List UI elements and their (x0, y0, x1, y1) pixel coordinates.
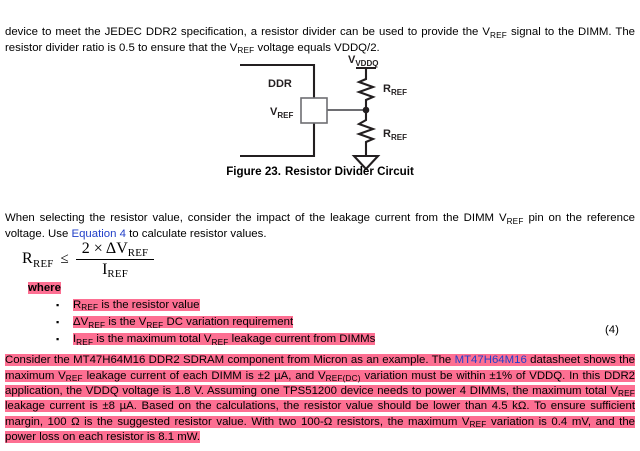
where-item-text-1: is the V (105, 316, 147, 329)
consider-paragraph: Consider the MT47H64M16 DDR2 SDRAM compo… (5, 353, 635, 445)
equation-fraction-bar (75, 258, 155, 260)
consider-text-part1: Consider the MT47H64M16 DDR2 SDRAM compo… (5, 354, 455, 367)
where-item-symbol: R (73, 299, 82, 311)
resistor-divider-circuit-diagram: DDR VREF VVDDQ RREF RREF (240, 54, 407, 171)
where-definitions-list: ▪ RREF is the resistor value ▪ ΔVREF is … (28, 297, 588, 349)
selecting-subscript-1: REF (506, 216, 524, 226)
mt47h64m16-link[interactable]: MT47H64M16 (454, 354, 527, 367)
label-resistor-top: RREF (383, 83, 407, 97)
equation-4-link[interactable]: Equation 4 (71, 227, 126, 240)
where-label: where (28, 281, 61, 295)
where-item-text-1: is the maximum total V (93, 333, 212, 346)
consider-subscript-1: REF (65, 373, 83, 383)
selecting-text-part2: pin on the reference voltage. Use (5, 212, 635, 240)
equation-fraction: 2 × ΔVREF IREF (75, 240, 155, 281)
list-item: ▪ ΔVREF is the VREF DC variation require… (28, 314, 588, 331)
equation-lhs-symbol: R (22, 250, 33, 268)
consider-text-part4: variation must be within ±1% of VDDQ. In… (5, 369, 635, 397)
consider-text-part3: leakage current of each DIMM is ±2 µA, a… (82, 369, 326, 382)
intro-text-part2: signal to the DIMM. The resistor divider… (5, 26, 635, 54)
equation-denominator-subscript: REF (107, 268, 128, 281)
label-vddq: VVDDQ (348, 54, 378, 68)
where-item-content: ΔVREF is the VREF DC variation requireme… (73, 316, 294, 330)
bullet-icon: ▪ (56, 317, 60, 328)
where-item-symbol-subscript: REF (88, 320, 106, 330)
where-item-content: IREF is the maximum total VREF leakage c… (73, 333, 376, 347)
equation-lhs: RREF (22, 250, 54, 270)
equation-denominator: IREF (96, 260, 134, 281)
label-vref: VREF (270, 106, 293, 120)
selecting-text-part3: to calculate resistor values. (125, 227, 267, 240)
figure-caption: Figure 23.Resistor Divider Circuit (0, 165, 640, 178)
vref-pin-pad (300, 97, 328, 124)
equation-number: (4) (605, 324, 619, 336)
selecting-text-part1: When selecting the resistor value, consi… (5, 212, 507, 225)
consider-highlight-block: Consider the MT47H64M16 DDR2 SDRAM compo… (5, 354, 635, 443)
consider-text-part5: leakage current is ±8 µA. Based on the c… (5, 400, 635, 428)
intro-subscript-2: REF (237, 46, 255, 56)
list-item: ▪ RREF is the resistor value (28, 297, 588, 314)
where-item-symbol-subscript: REF (81, 303, 99, 313)
label-ddr: DDR (268, 78, 292, 90)
consider-subscript-4: REF (469, 419, 487, 429)
where-item-symbol: I (73, 333, 77, 346)
consider-text-part2: datasheet shows the maximum V (5, 354, 635, 382)
where-label-text: where (28, 282, 61, 294)
consider-text-part6: variation is 0.4 mV, and the power loss … (5, 415, 635, 443)
consider-subscript-3: REF (618, 389, 635, 399)
consider-subscript-2: REF(DC) (325, 373, 361, 383)
figure-caption-number: Figure 23. (226, 165, 281, 178)
where-item-symbol-subscript: REF (76, 337, 94, 347)
figure-resistor-divider: DDR VREF VVDDQ RREF RREF (0, 52, 640, 182)
where-item-text-1: is the resistor value (98, 299, 200, 311)
where-item-text-2: DC variation requirement (163, 316, 294, 329)
intro-paragraph: device to meet the JEDEC DDR2 specificat… (5, 25, 635, 56)
list-item: ▪ IREF is the maximum total VREF leakage… (28, 331, 588, 348)
equation-lhs-subscript: REF (32, 257, 54, 270)
selecting-paragraph: When selecting the resistor value, consi… (5, 211, 635, 241)
equation-relation: ≤ (60, 250, 69, 267)
equation-denominator-text: I (102, 260, 108, 278)
equation-numerator: 2 × ΔVREF (76, 240, 155, 259)
where-item-content: RREF is the resistor value (73, 299, 200, 313)
where-item-mid-subscript: REF (146, 320, 164, 330)
intro-text-part1: device to meet the JEDEC DDR2 specificat… (5, 26, 490, 39)
resistor-top-symbol (355, 76, 377, 110)
intro-subscript-1: REF (489, 30, 507, 40)
ground-symbol (351, 154, 381, 171)
equation-numerator-text: 2 × ΔV (81, 240, 128, 257)
where-item-mid-subscript: REF (211, 337, 229, 347)
intro-text-part3: voltage equals VDDQ/2. (254, 41, 380, 54)
where-item-text-2: leakage current from DIMMs (228, 333, 376, 346)
bullet-icon: ▪ (56, 334, 60, 345)
where-item-symbol: ΔV (73, 316, 89, 329)
equation-resistor-value: RREF ≤ 2 × ΔVREF IREF (22, 240, 155, 281)
figure-caption-title: Resistor Divider Circuit (284, 165, 414, 178)
resistor-bottom-symbol (355, 110, 377, 156)
equation-numerator-subscript: REF (127, 247, 149, 260)
bullet-icon: ▪ (56, 300, 60, 310)
label-resistor-bottom: RREF (383, 128, 407, 142)
